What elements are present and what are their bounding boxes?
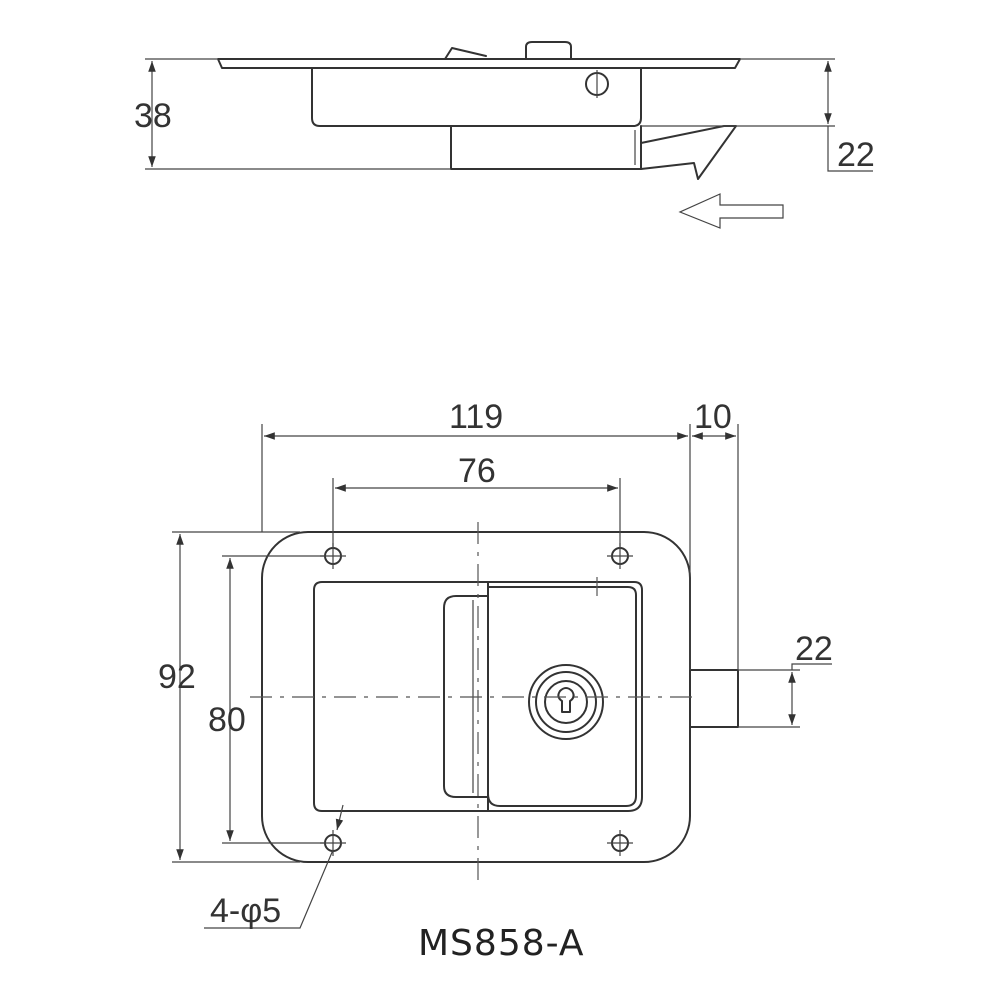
dim-latch-width: 22 <box>795 630 833 668</box>
dim-hole-spacing-vertical: 80 <box>208 701 246 739</box>
model-label: MS858-A <box>418 923 584 964</box>
dim-side-latch: 22 <box>837 136 875 174</box>
front-paddle <box>487 586 637 807</box>
key-cylinder-icon <box>528 664 604 740</box>
dim-hole-spacing-horizontal: 76 <box>458 452 496 490</box>
front-paddle-grip <box>443 595 489 798</box>
side-flange <box>217 58 741 69</box>
dim-mounting-holes: 4-φ5 <box>210 892 281 930</box>
dim-side-height: 38 <box>134 97 172 135</box>
front-recess <box>313 581 489 812</box>
front-handle-frame <box>487 581 643 812</box>
mounting-hole <box>607 830 633 856</box>
side-handle-tab <box>444 47 487 60</box>
dim-overall-width: 119 <box>449 398 503 436</box>
side-view: 38 22 <box>134 41 875 229</box>
side-housing <box>311 67 642 127</box>
side-lower-block <box>450 125 642 170</box>
front-view: 119 10 76 92 80 22 4-φ5 <box>158 398 833 930</box>
side-latch-tongue <box>640 125 737 180</box>
side-key-bump <box>525 41 572 60</box>
front-latch-bolt <box>689 669 739 728</box>
direction-arrow-icon <box>678 193 784 229</box>
dim-latch-projection: 10 <box>694 398 732 436</box>
dim-overall-height: 92 <box>158 658 196 696</box>
